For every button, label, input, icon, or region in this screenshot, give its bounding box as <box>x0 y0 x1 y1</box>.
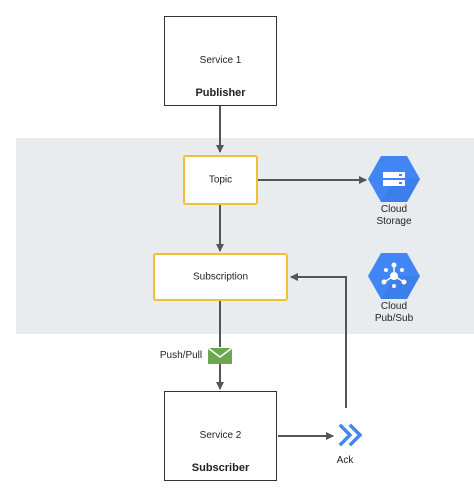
storage-icon <box>368 156 420 202</box>
cloud-pubsub-caption-line1: Cloud <box>380 301 408 312</box>
cloud-storage-caption: Cloud Storage <box>364 204 424 228</box>
topic-label: Topic <box>208 174 233 186</box>
envelope-icon <box>207 347 233 364</box>
subscription-label: Subscription <box>192 271 249 283</box>
publisher-role-label: Publisher <box>195 87 246 99</box>
cloud-storage-caption-line2: Storage <box>376 216 412 227</box>
subscriber-service-box: Service 2 Subscriber <box>164 391 277 481</box>
topic-box: Topic <box>183 155 258 205</box>
subscriber-role-label: Subscriber <box>191 462 250 474</box>
publisher-service-box: Service 1 Publisher <box>164 16 277 106</box>
cloud-storage-caption-line1: Cloud <box>380 204 408 215</box>
cloud-pubsub-caption: Cloud Pub/Sub <box>364 301 424 325</box>
ack-to-subscription-arrow <box>290 273 347 408</box>
cloud-pubsub-caption-line2: Pub/Sub <box>374 313 414 324</box>
ack-label: Ack <box>336 455 354 466</box>
pubsub-icon <box>368 253 420 299</box>
double-chevron-icon <box>338 423 363 447</box>
publisher-service-label: Service 1 <box>199 55 242 66</box>
push-pull-label: Push/Pull <box>159 350 203 361</box>
subscription-box: Subscription <box>153 253 288 301</box>
subscriber-service-label: Service 2 <box>199 430 242 441</box>
